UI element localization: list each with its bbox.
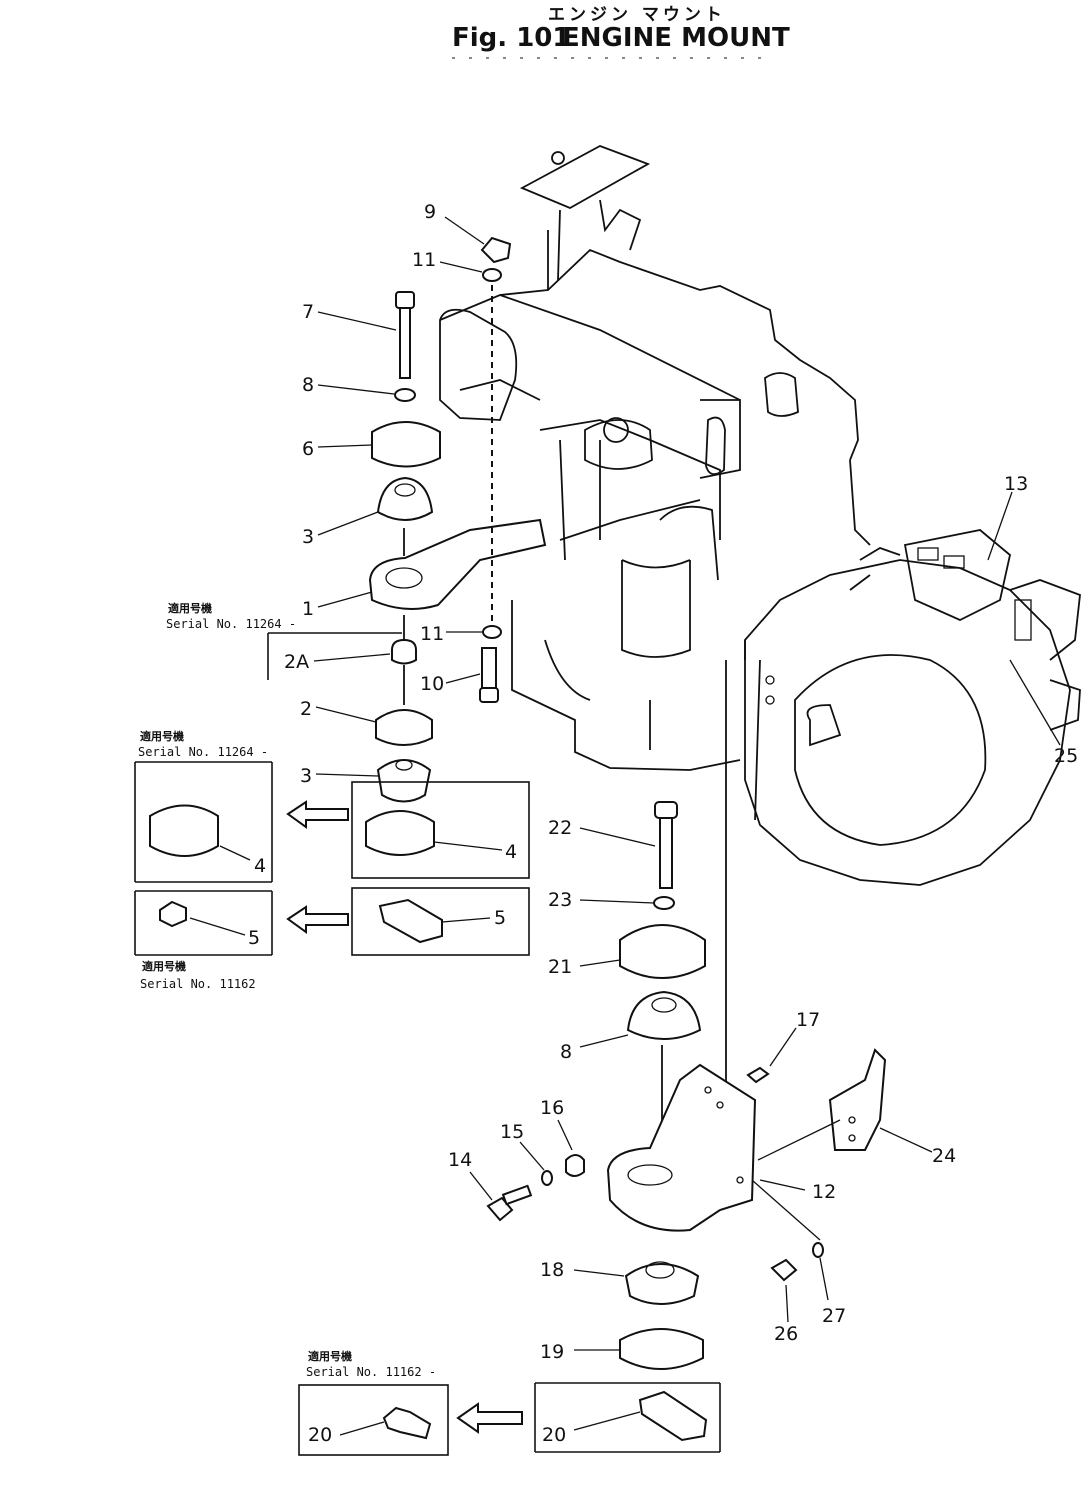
callout-8-upper: 8	[302, 374, 314, 396]
part-4-variant	[149, 804, 219, 857]
callout-21: 21	[548, 956, 572, 978]
part-20-variant	[382, 1406, 432, 1440]
flywheel-housing-illustration	[725, 529, 1081, 1082]
pin-17	[746, 1066, 770, 1084]
rear-mount-parts	[298, 801, 887, 1456]
cushion-8	[626, 990, 702, 1040]
callout-13: 13	[1004, 473, 1028, 495]
leader-lines	[189, 216, 1061, 1436]
cap-21	[619, 924, 706, 979]
callout-20-variant: 20	[308, 1424, 332, 1446]
cap-6	[371, 421, 441, 468]
serial-note-lower-left-jp: 適用号機	[142, 959, 186, 973]
washer-11-upper	[482, 268, 502, 282]
callout-labels: 9 11 7 8 6 3 1 2A 11 10 2 3 4 4 5 5 22 2…	[248, 201, 1078, 1446]
callout-16: 16	[540, 1097, 564, 1119]
callout-20: 20	[542, 1424, 566, 1446]
callout-27: 27	[822, 1305, 846, 1327]
callout-10: 10	[420, 673, 444, 695]
engine-block-illustration	[439, 145, 871, 771]
callout-6: 6	[302, 438, 314, 460]
washer-11-lower	[482, 625, 502, 639]
part-20	[638, 1390, 708, 1442]
nut-9	[480, 236, 512, 264]
callout-19: 19	[540, 1341, 564, 1363]
collar-16	[565, 1154, 585, 1177]
bolt-26	[770, 1258, 798, 1282]
part-19	[619, 1328, 704, 1370]
callout-9: 9	[424, 201, 436, 223]
callout-24: 24	[932, 1145, 956, 1167]
bolt-7	[395, 291, 415, 309]
washer-27	[812, 1242, 824, 1258]
bracket-12	[606, 1063, 757, 1232]
part-5-variant	[159, 900, 187, 928]
callout-1: 1	[302, 598, 314, 620]
callout-17: 17	[796, 1009, 820, 1031]
callout-7: 7	[302, 301, 314, 323]
title-japanese: エンジン マウント	[548, 5, 726, 25]
callout-2a: 2A	[284, 651, 309, 673]
serial-note-bottom: Serial No. 11162 -	[306, 1365, 436, 1379]
washer-8	[394, 388, 416, 402]
arrow-left-5	[286, 905, 349, 934]
callout-22: 22	[548, 817, 572, 839]
plate-24	[828, 1048, 887, 1151]
bolt-22	[654, 801, 678, 819]
part-18	[624, 1263, 700, 1305]
serial-note-left-box: Serial No. 11264 -	[138, 745, 268, 759]
callout-5-variant: 5	[248, 927, 260, 949]
washer-23	[653, 896, 675, 910]
callout-12: 12	[812, 1181, 836, 1203]
serial-note-bottom-jp: 適用号機	[308, 1349, 352, 1363]
cushion-3-lower	[376, 759, 432, 803]
part-2a	[391, 638, 417, 665]
title-name: ENGINE MOUNT	[562, 23, 790, 53]
callout-5: 5	[494, 907, 506, 929]
callout-14: 14	[448, 1149, 472, 1171]
figure-title: エンジン マウント Fig. 101 ENGINE MOUNT	[452, 5, 790, 59]
callout-26: 26	[774, 1323, 798, 1345]
callout-18: 18	[540, 1259, 564, 1281]
variant-boxes-left	[134, 632, 530, 956]
serial-note-upper: Serial No. 11264 -	[166, 617, 296, 631]
bracket-1	[368, 518, 547, 610]
callout-23: 23	[548, 889, 572, 911]
bolt-10	[481, 647, 497, 689]
serial-note-lower-left: Serial No. 11162	[140, 977, 256, 991]
arrow-left-4	[286, 800, 349, 829]
callout-11-lower: 11	[420, 623, 444, 645]
callout-2: 2	[300, 698, 312, 720]
callout-8-lower: 8	[560, 1041, 572, 1063]
washer-15	[541, 1170, 553, 1186]
serial-note-left-box-jp: 適用号機	[140, 729, 184, 743]
callout-25: 25	[1054, 745, 1078, 767]
cushion-3-upper	[376, 476, 434, 521]
callout-4-variant: 4	[254, 855, 266, 877]
part-5	[378, 898, 443, 944]
arrow-left-20	[456, 1402, 523, 1434]
part-4	[365, 810, 435, 856]
callout-4: 4	[505, 841, 517, 863]
front-mount-parts	[368, 236, 547, 803]
callout-3-upper: 3	[302, 526, 314, 548]
callout-11-upper: 11	[412, 249, 436, 271]
callout-15: 15	[500, 1121, 524, 1143]
serial-notes: 適用号機 Serial No. 11264 - 適用号機 Serial No. …	[138, 601, 436, 1379]
part-2	[375, 709, 433, 746]
title-figure-number: Fig. 101	[452, 23, 571, 53]
serial-note-upper-jp: 適用号機	[168, 601, 212, 615]
callout-3-lower: 3	[300, 765, 312, 787]
